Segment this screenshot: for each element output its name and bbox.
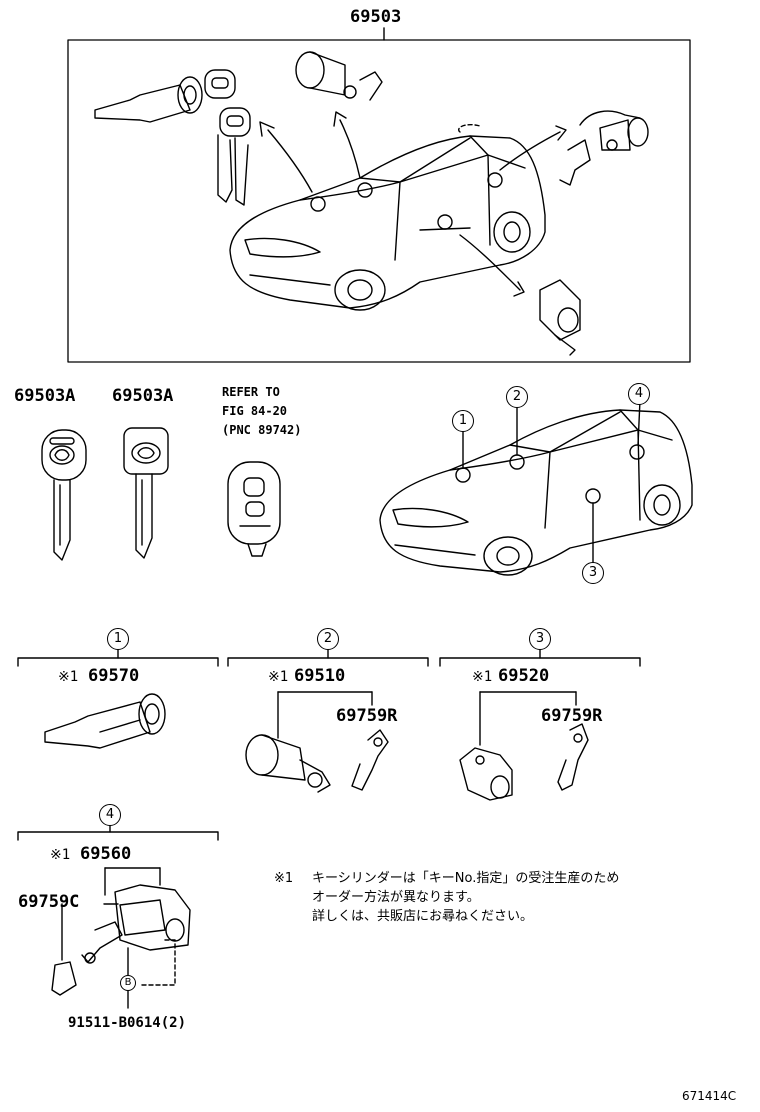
location-marker-1: 1 <box>452 410 474 432</box>
refer-line-3: (PNC 89742) <box>222 423 302 437</box>
reference-car-illustration <box>379 399 693 576</box>
section4-lever-illustration <box>51 961 77 996</box>
bolt-part-number: 91511-B0614(2) <box>68 1015 187 1031</box>
section3-number: 3 <box>529 628 551 650</box>
back-door-cylinder-top <box>559 110 649 186</box>
figure-code: 671414C <box>682 1089 737 1103</box>
section3-cylinder-illustration <box>459 747 513 801</box>
footnote-mark: ※1 <box>274 871 294 886</box>
footnote-line-2: オーダー方法が異なります。 <box>312 890 480 905</box>
section2-leaders <box>277 691 373 739</box>
section3-bracket <box>439 657 641 667</box>
section2-lever-illustration <box>351 729 389 791</box>
key-right-part-number: 69503A <box>112 386 174 406</box>
top-car-illustration <box>229 123 546 311</box>
top-frame <box>67 39 691 363</box>
section4-part-number: 69560 <box>80 844 132 864</box>
section3-part-number: 69520 <box>498 666 550 686</box>
section2-sub-part-number: 69759R <box>336 706 398 726</box>
refer-line-1: REFER TO <box>222 385 280 399</box>
door-cylinder-lower <box>539 279 581 356</box>
remote-transmitter-illustration <box>227 461 281 557</box>
key-left-part-number: 69503A <box>14 386 76 406</box>
section1-part-number: 69570 <box>88 666 140 686</box>
section2-mark: ※1 <box>268 669 289 685</box>
door-cylinder-top <box>295 51 383 101</box>
location-marker-2: 2 <box>506 386 528 408</box>
location-marker-3: 3 <box>582 562 604 584</box>
section3-mark: ※1 <box>472 669 493 685</box>
section1-number: 1 <box>107 628 129 650</box>
section1-cylinder-illustration <box>44 693 166 749</box>
top-arrows <box>259 111 567 297</box>
bolt-marker-b: B <box>120 975 136 991</box>
section3-sub-part-number: 69759R <box>541 706 603 726</box>
key-right-illustration <box>123 427 169 559</box>
section4-bracket <box>17 831 219 841</box>
section3-lever-illustration <box>557 723 589 791</box>
section1-mark: ※1 <box>58 669 79 685</box>
section2-cylinder-illustration <box>245 734 331 793</box>
ignition-cylinder-assembly <box>94 69 251 206</box>
section4-number: 4 <box>99 804 121 826</box>
footnote-line-1: キーシリンダーは「キーNo.指定」の受注生産のため <box>312 871 620 886</box>
section1-bracket <box>17 657 219 667</box>
location-marker-4: 4 <box>628 383 650 405</box>
section3-leaders <box>479 691 577 746</box>
section4-mark: ※1 <box>50 847 71 863</box>
section2-part-number: 69510 <box>294 666 346 686</box>
top-part-number: 69503 <box>350 7 402 27</box>
section4-cylinder-illustration <box>81 884 191 964</box>
section2-bracket <box>227 657 429 667</box>
section2-number: 2 <box>317 628 339 650</box>
refer-line-2: FIG 84-20 <box>222 404 288 418</box>
footnote-line-3: 詳しくは、共販店にお尋ねください。 <box>312 909 534 924</box>
section4-sub-part-number: 69759C <box>18 892 80 912</box>
key-left-illustration <box>41 429 87 561</box>
